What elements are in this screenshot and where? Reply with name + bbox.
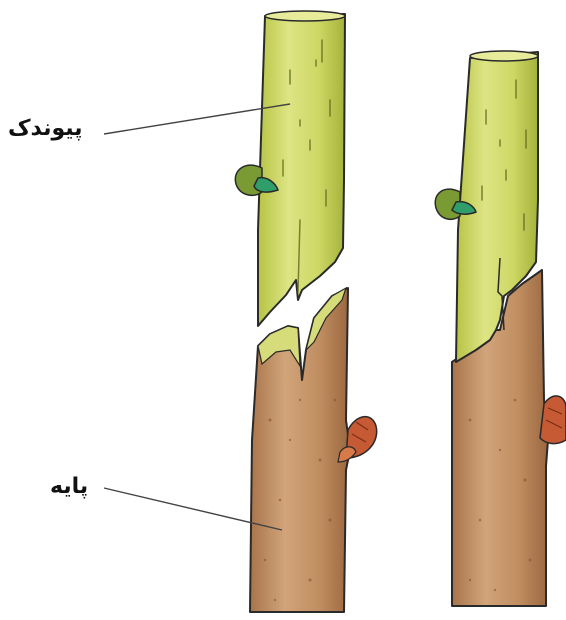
- left-scion-top: [265, 11, 345, 21]
- right-graft-joined: [435, 51, 566, 606]
- left-scion: [258, 14, 345, 326]
- rootstock-label: پایه: [50, 474, 88, 499]
- right-scion-top: [470, 51, 538, 61]
- right-rootstock-bud: [540, 396, 566, 444]
- left-graft-separated: [235, 11, 376, 612]
- scion-label: پیوندک: [8, 116, 83, 141]
- left-rootstock: [250, 288, 350, 612]
